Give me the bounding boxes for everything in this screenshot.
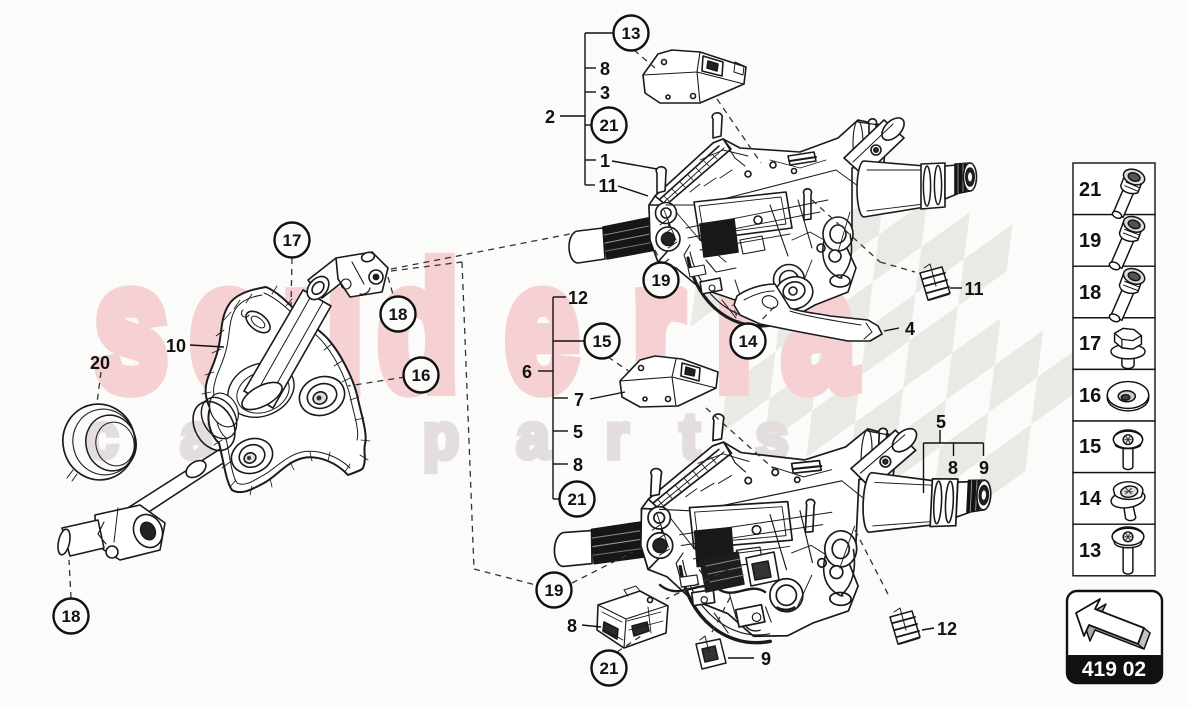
svg-text:419 02: 419 02 [1082,658,1146,681]
svg-text:14: 14 [1079,488,1102,510]
svg-text:13: 13 [622,24,641,43]
svg-text:1: 1 [600,151,610,171]
svg-text:16: 16 [1079,385,1101,407]
svg-text:18: 18 [1079,282,1101,304]
svg-text:12: 12 [937,619,957,639]
svg-text:15: 15 [1079,436,1101,458]
svg-text:21: 21 [1079,179,1101,201]
svg-text:15: 15 [593,332,612,351]
svg-text:17: 17 [283,231,302,250]
svg-text:5: 5 [573,422,583,442]
svg-text:21: 21 [600,116,619,135]
svg-text:9: 9 [761,649,771,669]
svg-text:7: 7 [574,390,584,410]
svg-text:19: 19 [652,271,671,290]
svg-text:3: 3 [600,83,610,103]
svg-text:a: a [516,401,550,472]
svg-text:4: 4 [905,319,915,339]
svg-text:14: 14 [739,332,758,351]
svg-text:19: 19 [1079,230,1101,252]
svg-text:e: e [506,229,578,426]
svg-text:16: 16 [412,366,431,385]
svg-text:p: p [423,401,460,472]
svg-text:13: 13 [1079,540,1101,562]
svg-text:12: 12 [568,288,588,308]
svg-text:r: r [605,401,628,472]
svg-text:8: 8 [948,458,958,478]
svg-text:11: 11 [598,176,617,196]
svg-text:18: 18 [62,607,81,626]
svg-text:20: 20 [90,353,110,373]
svg-text:11: 11 [964,279,983,299]
svg-text:21: 21 [568,490,587,509]
svg-text:21: 21 [600,659,619,678]
svg-text:18: 18 [389,305,408,324]
svg-text:5: 5 [936,412,946,432]
svg-text:8: 8 [567,616,577,636]
svg-text:19: 19 [545,581,564,600]
svg-text:17: 17 [1079,333,1101,355]
svg-text:10: 10 [166,336,186,356]
svg-text:2: 2 [545,107,555,127]
svg-text:6: 6 [522,362,532,382]
svg-text:8: 8 [573,455,583,475]
svg-text:s: s [95,229,167,426]
svg-text:9: 9 [979,458,989,478]
svg-text:8: 8 [600,59,610,79]
